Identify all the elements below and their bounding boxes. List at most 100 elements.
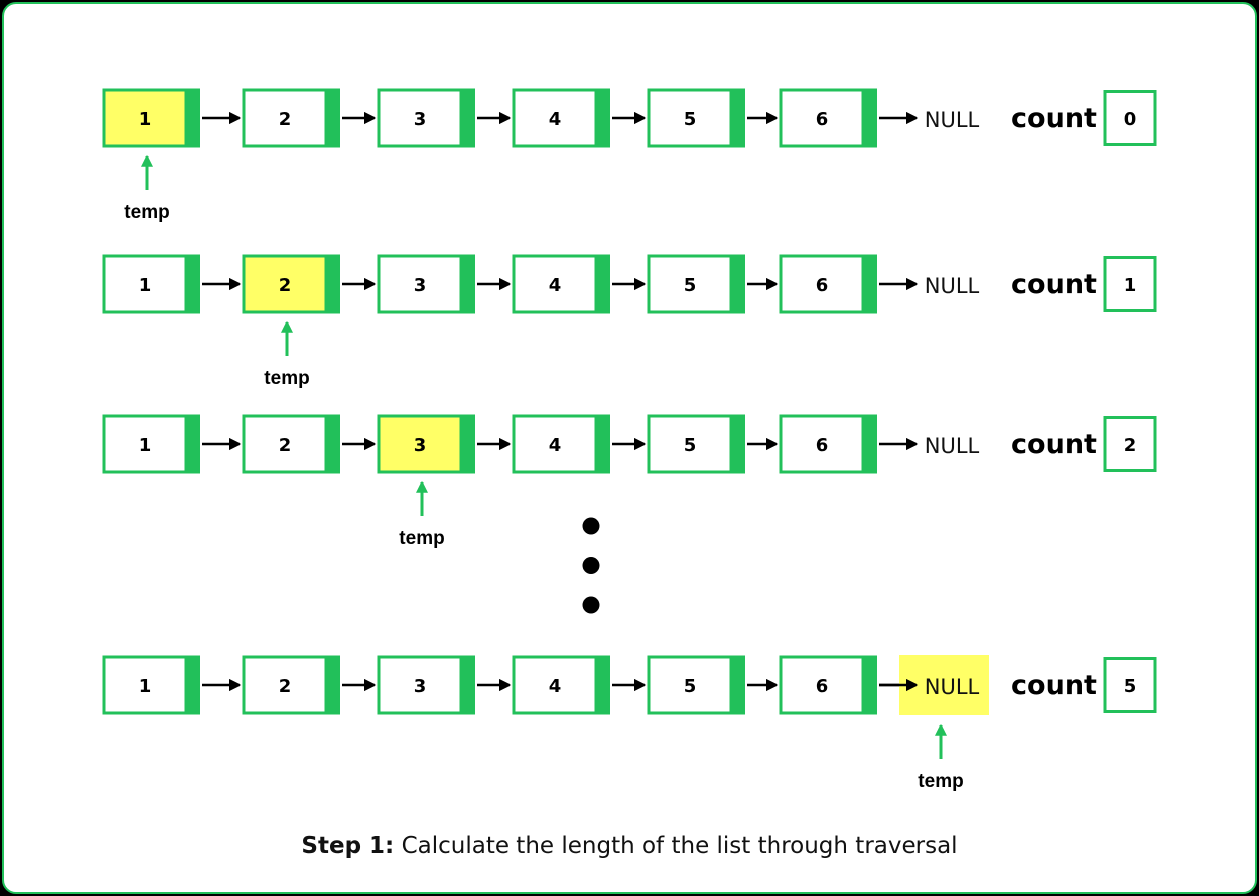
temp-label: temp <box>399 528 444 549</box>
next-pointer-field <box>863 655 877 715</box>
node-box <box>102 414 188 474</box>
list-node: 4 <box>512 655 610 715</box>
list-node: 3 <box>377 88 475 148</box>
next-pointer-field <box>863 88 877 148</box>
list-node: 5 <box>647 88 745 148</box>
next-pointer-field <box>461 88 475 148</box>
list-node: 2 <box>242 414 340 474</box>
node-value: 2 <box>279 109 292 130</box>
temp-pointer: temp <box>399 480 445 549</box>
node-box-highlighted <box>102 88 188 148</box>
ellipsis-dot <box>582 596 600 614</box>
count-box <box>1103 657 1157 713</box>
node-box <box>647 254 733 314</box>
node-value: 2 <box>279 676 292 697</box>
next-pointer-field <box>731 254 745 314</box>
node-box <box>242 414 328 474</box>
node-box <box>647 88 733 148</box>
next-pointer-field <box>596 414 610 474</box>
node-box <box>377 254 463 314</box>
node-box <box>102 655 188 715</box>
next-pointer-field <box>863 254 877 314</box>
next-pointer-field <box>731 88 745 148</box>
count-box <box>1103 416 1157 472</box>
node-value: 5 <box>684 435 697 456</box>
node-value: 4 <box>549 435 562 456</box>
node-value: 1 <box>139 275 152 296</box>
next-pointer-field <box>186 655 200 715</box>
count-value: 1 <box>1124 275 1137 296</box>
node-box <box>512 655 598 715</box>
next-pointer-field <box>326 414 340 474</box>
null-label: NULL <box>925 434 980 458</box>
temp-pointer: temp <box>264 320 310 389</box>
node-value: 4 <box>549 109 562 130</box>
node-value: 5 <box>684 109 697 130</box>
next-pointer-field <box>731 414 745 474</box>
node-value: 2 <box>279 435 292 456</box>
next-pointer-field <box>326 254 340 314</box>
node-box <box>377 88 463 148</box>
node-box <box>242 88 328 148</box>
next-pointer-field <box>596 655 610 715</box>
node-box <box>779 655 865 715</box>
list-node: 2 <box>242 88 340 148</box>
count-box <box>1103 90 1157 146</box>
ellipsis-dot <box>582 557 600 574</box>
node-value: 5 <box>684 275 697 296</box>
temp-label: temp <box>124 202 169 223</box>
node-box <box>647 414 733 474</box>
node-value: 6 <box>816 676 829 697</box>
count-value: 2 <box>1124 435 1137 456</box>
count-label: count <box>1011 670 1097 701</box>
node-value: 4 <box>549 275 562 296</box>
next-pointer-field <box>461 414 475 474</box>
node-box <box>377 655 463 715</box>
count-label: count <box>1011 103 1097 134</box>
node-value: 1 <box>139 676 152 697</box>
node-box <box>647 655 733 715</box>
temp-label: temp <box>264 368 309 389</box>
next-pointer-field <box>326 88 340 148</box>
next-pointer-field <box>596 254 610 314</box>
list-node: 1 <box>102 655 200 715</box>
node-value: 6 <box>816 109 829 130</box>
count-label: count <box>1011 429 1097 460</box>
next-pointer-field <box>863 414 877 474</box>
list-node: 4 <box>512 254 610 314</box>
node-value: 3 <box>414 435 427 456</box>
next-pointer-field <box>186 88 200 148</box>
node-box-highlighted <box>377 414 463 474</box>
node-value: 5 <box>684 676 697 697</box>
null-label: NULL <box>925 108 980 132</box>
node-value: 3 <box>414 109 427 130</box>
list-node: 6 <box>779 414 877 474</box>
node-value: 1 <box>139 435 152 456</box>
next-pointer-field <box>186 414 200 474</box>
list-node: 5 <box>647 414 745 474</box>
temp-pointer: temp <box>124 154 170 223</box>
list-node: 4 <box>512 88 610 148</box>
node-box <box>512 414 598 474</box>
node-value: 3 <box>414 275 427 296</box>
node-box <box>779 254 865 314</box>
next-pointer-field <box>461 254 475 314</box>
list-node: 2 <box>242 254 340 314</box>
list-row: 1 2 3 4 5 6 NULL count 2 temp <box>102 414 1157 549</box>
node-value: 4 <box>549 676 562 697</box>
next-pointer-field <box>326 655 340 715</box>
node-box <box>779 414 865 474</box>
list-node: 3 <box>377 414 475 474</box>
count-box <box>1103 256 1157 312</box>
node-box <box>779 88 865 148</box>
count-value: 5 <box>1124 676 1137 697</box>
node-value: 3 <box>414 676 427 697</box>
list-node: 3 <box>377 655 475 715</box>
